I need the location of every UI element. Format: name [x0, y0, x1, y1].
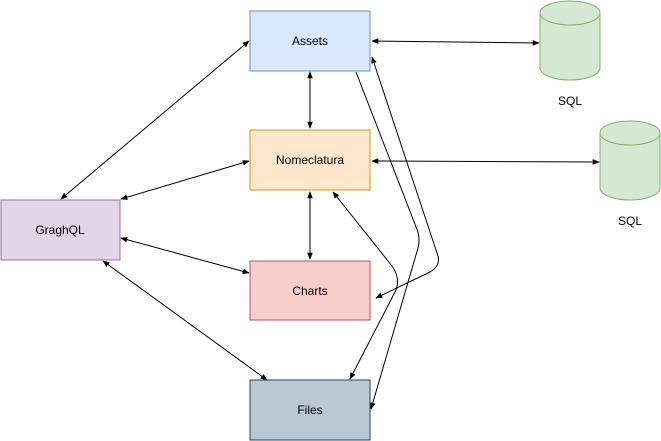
- node-charts-label: Charts: [292, 284, 327, 298]
- edge-assets-charts: [371, 56, 439, 299]
- database-sql-1-label: SQL: [558, 94, 582, 108]
- edge-graphql-assets: [60, 40, 250, 200]
- node-assets-label: Assets: [292, 34, 328, 48]
- edge-nomeclatura-sql-2: [371, 158, 600, 165]
- edge-graphql-charts: [120, 236, 250, 275]
- node-charts[interactable]: Charts: [249, 260, 371, 321]
- node-graphql[interactable]: GraghQL: [0, 199, 121, 261]
- node-nomeclatura[interactable]: Nomeclatura: [249, 129, 371, 191]
- edges: [60, 38, 600, 410]
- node-graphql-label: GraghQL: [35, 223, 85, 237]
- edge-graphql-files: [102, 260, 268, 381]
- database-sql-1[interactable]: SQL: [539, 0, 601, 108]
- node-files[interactable]: Files: [249, 379, 371, 441]
- edge-assets-files: [355, 71, 420, 410]
- database-sql-2-label: SQL: [618, 214, 642, 228]
- edge-nomeclatura-files: [332, 191, 398, 380]
- edge-assets-sql-1: [371, 38, 540, 46]
- node-assets[interactable]: Assets: [249, 10, 371, 72]
- database-sql-2[interactable]: SQL: [599, 120, 661, 228]
- edge-graphql-nomeclatura: [120, 160, 250, 200]
- node-files-label: Files: [297, 403, 322, 417]
- node-nomeclatura-label: Nomeclatura: [276, 153, 344, 167]
